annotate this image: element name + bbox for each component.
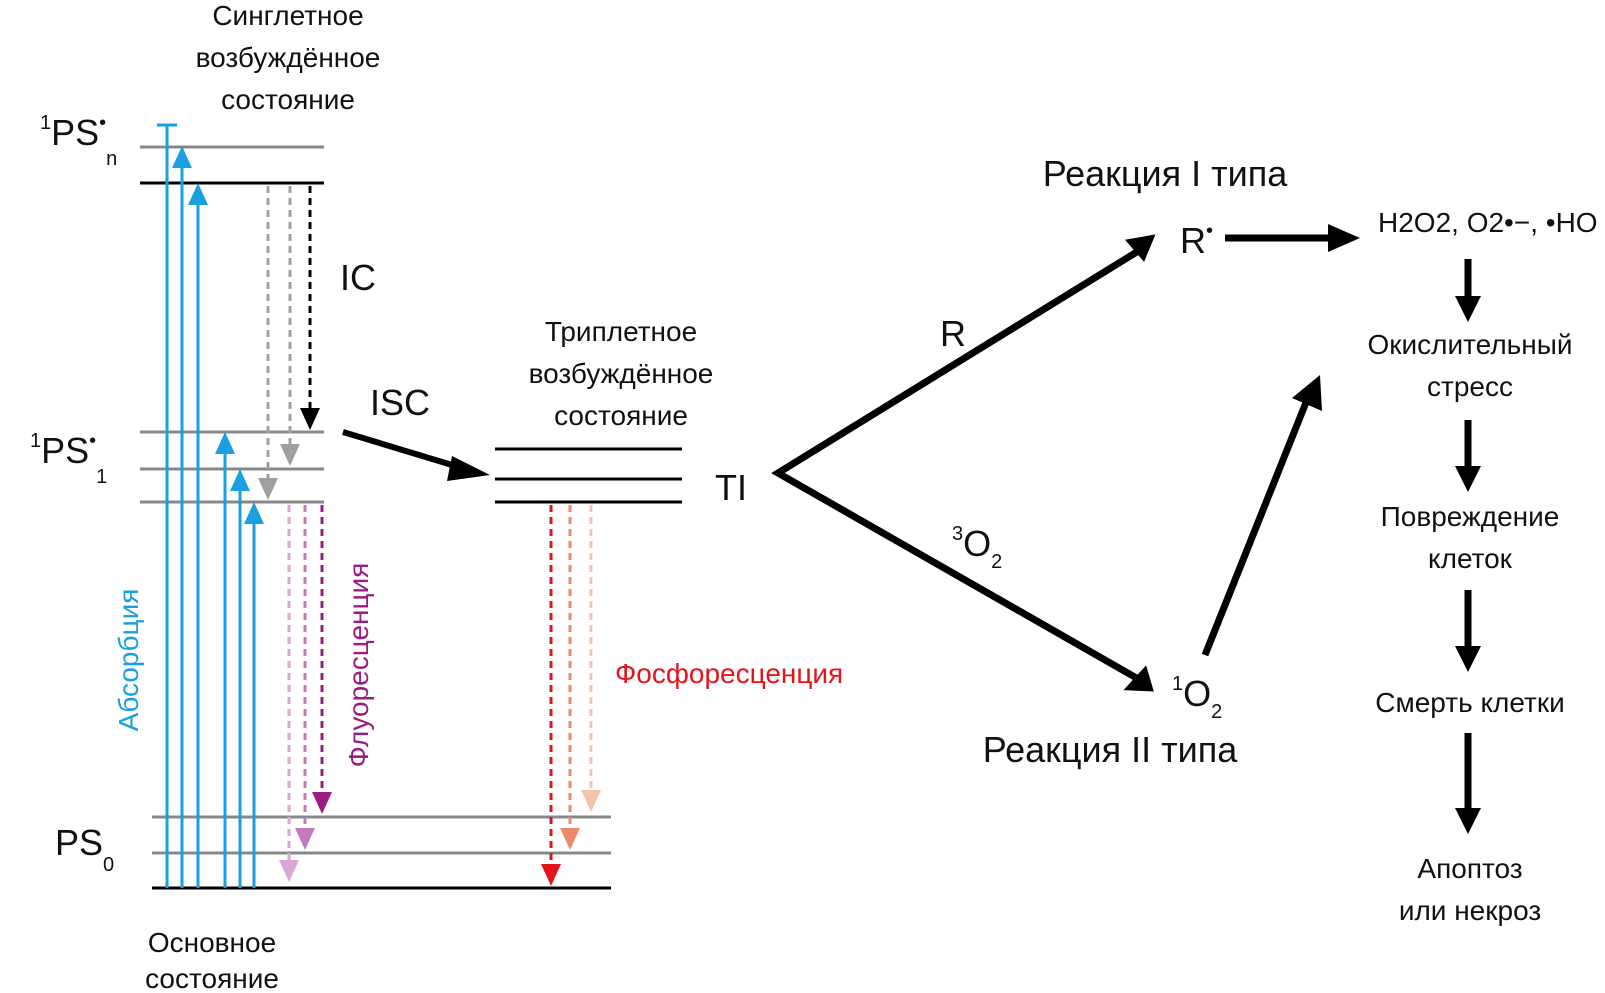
absorption-arrowhead-4 — [215, 432, 235, 454]
phosphorescence-arrows — [541, 505, 601, 886]
fluor-arrowhead-dark — [312, 792, 332, 814]
ic-arrowhead-light-2 — [280, 444, 300, 466]
apoptosis-line2: или некроз — [1399, 895, 1541, 926]
phos-arrowhead-dark — [541, 864, 561, 886]
phosphorescence-label: Фосфоресценция — [615, 658, 843, 689]
absorption-arrows — [157, 123, 264, 888]
ic-arrowhead-dark — [300, 408, 320, 430]
type1-label: Реакция I типа — [1043, 153, 1289, 194]
fluor-arrowhead-mid — [295, 828, 315, 850]
svg-text:возбуждённое: возбуждённое — [529, 358, 714, 389]
svg-text:Триплетное: Триплетное — [545, 316, 697, 347]
cell-damage-line1: Повреждение — [1381, 501, 1560, 532]
svg-text:Синглетное: Синглетное — [212, 0, 363, 31]
svg-text:состояние: состояние — [145, 963, 279, 993]
absorption-arrowhead-3 — [188, 183, 208, 205]
absorption-label: Абсорбция — [113, 589, 144, 732]
triplet-excited-label: Триплетное возбуждённое состояние — [529, 316, 714, 431]
absorption-arrowhead-2 — [172, 146, 192, 168]
cascade-labels: Окислительный стресс Повреждение клеток … — [1368, 329, 1573, 926]
ros-label: H2O2, O2•−, •HO — [1378, 207, 1598, 238]
fluor-arrowhead-light — [279, 860, 299, 882]
reaction-arrows — [771, 224, 1360, 692]
singlet-levels — [140, 145, 324, 504]
cascade-arrows — [1455, 259, 1481, 834]
svg-text:возбуждённое: возбуждённое — [196, 42, 381, 73]
r-reactant-label: R — [940, 313, 966, 354]
triplet-levels — [495, 447, 682, 504]
oxidative-stress-line2: стресс — [1427, 371, 1513, 402]
svg-text:состояние: состояние — [221, 84, 355, 115]
isc-arrow — [342, 429, 490, 481]
type1-type2-branch — [771, 247, 1142, 684]
ps-1-label: 1PS•1 — [30, 430, 107, 488]
ic-arrowhead-light-1 — [258, 478, 278, 500]
ic-arrows — [258, 186, 320, 500]
singlet-oxygen-to-stress — [1201, 398, 1311, 657]
isc-label: ISC — [370, 382, 430, 423]
svg-text:состояние: состояние — [554, 400, 688, 431]
ps-n-label: 1PS•n — [40, 112, 117, 170]
type2-label: Реакция II типа — [983, 729, 1239, 770]
type1-arrowhead — [1124, 234, 1156, 262]
absorption-arrowhead-6 — [244, 502, 264, 524]
singlet-excited-label: Синглетное возбуждённое состояние — [196, 0, 381, 115]
ground-state-label: Основное состояние — [145, 927, 279, 993]
o2-triplet-label: 3O2 — [952, 523, 1002, 573]
fluorescence-arrows — [279, 505, 332, 882]
cell-death-line1: Смерть клетки — [1375, 687, 1564, 718]
ic-label: IC — [340, 257, 376, 298]
o2-singlet-label: 1O2 — [1172, 673, 1222, 723]
svg-text:Основное: Основное — [148, 927, 276, 958]
absorption-arrowhead-5 — [230, 469, 250, 491]
phos-arrowhead-light — [581, 790, 601, 812]
radical-to-ros-arrowhead — [1328, 224, 1360, 252]
r-radical-label: R• — [1180, 220, 1213, 261]
oxidative-stress-line1: Окислительный — [1368, 329, 1573, 360]
phos-arrowhead-mid — [560, 828, 580, 850]
tl-label: TI — [715, 467, 747, 508]
fluorescence-label: Флуоресценция — [343, 563, 374, 768]
ground-levels — [152, 815, 611, 890]
ps-0-label: PS0 — [55, 822, 114, 876]
singlet-oxygen-arrowhead — [1292, 375, 1322, 411]
cell-damage-line2: клеток — [1428, 543, 1513, 574]
apoptosis-line1: Апоптоз — [1417, 853, 1522, 884]
type2-arrowhead — [1123, 665, 1154, 692]
